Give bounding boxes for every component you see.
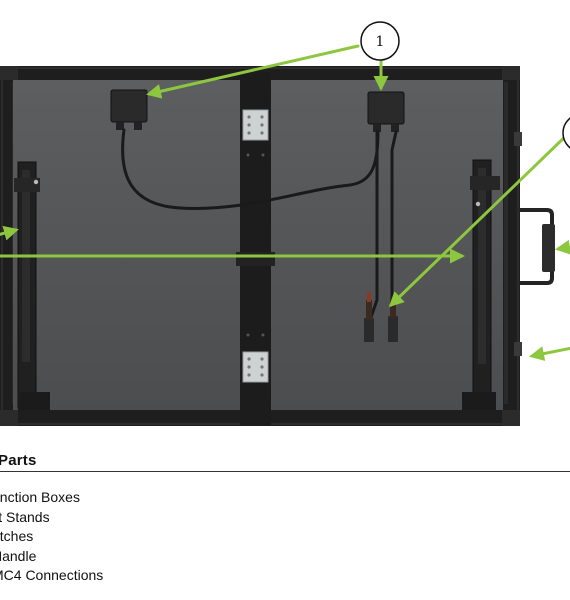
parts-list-item: atches	[0, 528, 34, 544]
solar-panel-diagram: 1	[0, 21, 570, 426]
center-hinge-bar	[236, 72, 275, 426]
handle	[518, 208, 555, 285]
parts-heading: Parts	[0, 452, 37, 469]
callout-arrows	[0, 44, 570, 362]
parts-divider	[0, 471, 570, 472]
parts-list-item: ilt Stands	[0, 508, 50, 525]
junction-box-right	[367, 91, 405, 132]
tilt-stand-left	[14, 161, 50, 410]
junction-box-left	[110, 89, 148, 130]
latches	[514, 132, 522, 356]
callout-1-number: 1	[376, 34, 385, 50]
parts-list-item: MC4 Connections	[0, 567, 104, 583]
parts-list-item: unction Boxes	[0, 489, 80, 505]
panel-right-half	[271, 80, 503, 410]
parts-list-item: Handle	[0, 547, 37, 564]
callout-partial	[562, 117, 570, 149]
mc4-connectors	[364, 292, 398, 342]
parts-list: unction Boxes ilt Stands atches Handle M…	[0, 488, 103, 586]
callout-1: 1	[360, 21, 400, 61]
panel-left-half	[13, 80, 240, 410]
